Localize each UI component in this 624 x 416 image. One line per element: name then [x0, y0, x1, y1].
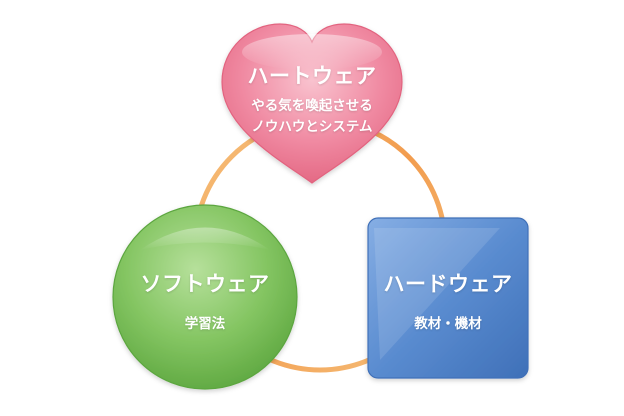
software-circle	[112, 204, 298, 390]
heart-shape	[221, 23, 403, 184]
heart-title: ハートウェア	[247, 64, 377, 88]
software-subtitle: 学習法	[184, 316, 226, 332]
heart-description-line1: やる気を喚起させる	[251, 98, 373, 114]
hardware-title: ハードウェア	[383, 272, 513, 296]
software-title: ソフトウェア	[140, 272, 270, 296]
heart-description-line2: ノウハウとシステム	[251, 119, 373, 135]
hardware-box	[367, 217, 529, 379]
hardware-subtitle: 教材・機材	[414, 316, 482, 332]
